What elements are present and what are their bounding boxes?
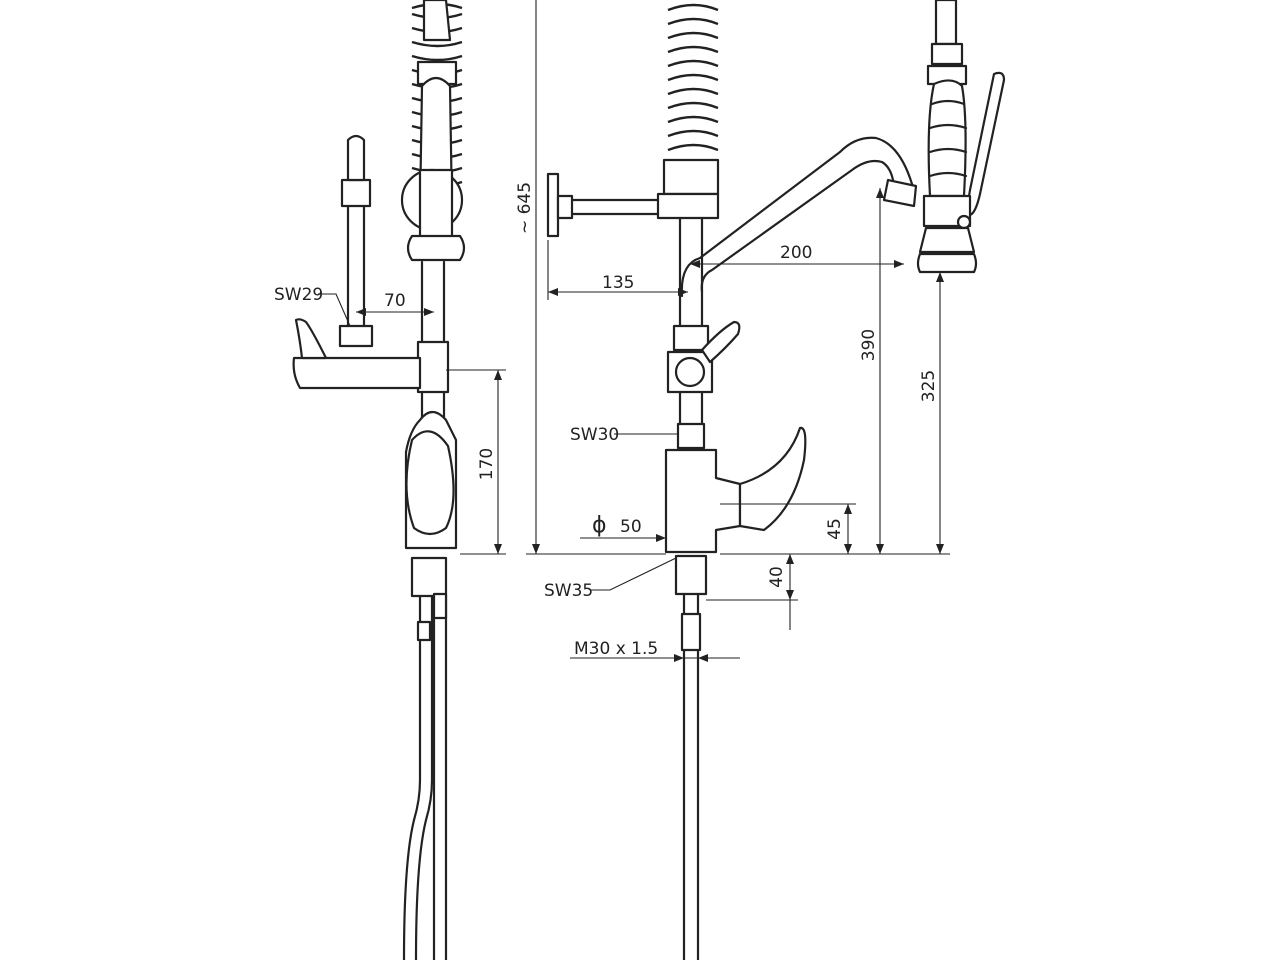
label-sw35: SW35 (544, 581, 593, 601)
front-mixer-lever (738, 426, 807, 532)
side-supply-hose-c (432, 594, 448, 960)
dim-645 (526, 0, 666, 555)
side-mixer-handle (405, 430, 455, 536)
dim-text-390: 390 (859, 329, 879, 361)
front-valve-lever (700, 320, 741, 364)
side-spout-collar (340, 178, 372, 208)
front-wall-plate-nut (556, 194, 574, 220)
dim-text-200: 200 (780, 243, 812, 263)
front-wall-bracket-block (656, 192, 720, 220)
side-tee-block (416, 340, 450, 394)
front-spray-grip-ribs (928, 99, 968, 178)
dim-thread (570, 654, 740, 662)
front-spray-pivot (956, 214, 972, 230)
dim-text-135: 135 (602, 273, 634, 293)
label-thread: M30 x 1.5 (574, 639, 658, 659)
diameter-symbol: ϕ (592, 513, 607, 538)
side-spray-base (406, 234, 466, 262)
label-sw29: SW29 (274, 285, 323, 305)
front-spout-swivel-nut (672, 324, 710, 352)
front-hose-fitting (680, 612, 702, 652)
label-sw30: SW30 (570, 425, 619, 445)
front-spray-hose-top (934, 0, 958, 46)
side-spray-collar (416, 60, 458, 86)
dim-40 (706, 553, 798, 630)
front-spout-swivel (882, 178, 918, 208)
sw35-leader (590, 557, 677, 591)
dim-200 (690, 260, 904, 268)
front-wall-bracket-arm (560, 198, 660, 216)
side-swivel-nut (338, 324, 374, 348)
side-view (292, 0, 506, 960)
front-sw30-nut (676, 422, 706, 450)
dim-text-645: ~ 645 (515, 182, 535, 234)
side-hose-fitting-b (432, 592, 448, 620)
front-supply-hose (682, 592, 700, 960)
dim-70 (356, 308, 434, 316)
front-riser (678, 216, 704, 432)
side-small-lever (294, 318, 328, 360)
front-swing-spout (680, 136, 916, 298)
side-branch-arm (292, 356, 422, 390)
front-spray-nozzle (918, 226, 976, 254)
side-spray-grip (418, 168, 454, 240)
front-spray-grip (927, 79, 967, 198)
dim-135 (547, 240, 688, 300)
side-hose-fitting-a (416, 620, 432, 642)
side-supply-hose-a (402, 594, 422, 960)
dim-170 (446, 369, 506, 555)
front-spray-nut (926, 64, 968, 86)
side-supply-hose-b (414, 594, 434, 960)
front-spray-collar (930, 42, 964, 66)
dim-45 (720, 503, 856, 554)
front-mixer-body (664, 448, 742, 554)
dim-text-70: 70 (384, 291, 406, 311)
front-spring-coil (667, 3, 719, 152)
front-spring-collar (662, 158, 720, 196)
side-mount-nut (410, 556, 448, 598)
dim-text-325: 325 (919, 370, 939, 402)
dim-text-40: 40 (767, 566, 787, 588)
side-tall-spout (346, 204, 366, 328)
front-valve-knob (674, 356, 706, 388)
dim-325 (880, 272, 950, 555)
sw29-leader (318, 293, 351, 327)
dim-diameter-50 (580, 534, 666, 542)
dim-text-45: 45 (825, 518, 845, 540)
dim-text-170: 170 (477, 448, 497, 480)
front-wall-plate (546, 172, 560, 238)
dim-text-50: 50 (620, 517, 642, 537)
side-spray-body (422, 0, 452, 42)
front-spray-outlet (916, 252, 978, 274)
side-spout-tip (346, 134, 366, 182)
front-view (526, 0, 1006, 960)
front-mount-nut (674, 554, 708, 596)
front-spray-trigger (964, 71, 1006, 217)
